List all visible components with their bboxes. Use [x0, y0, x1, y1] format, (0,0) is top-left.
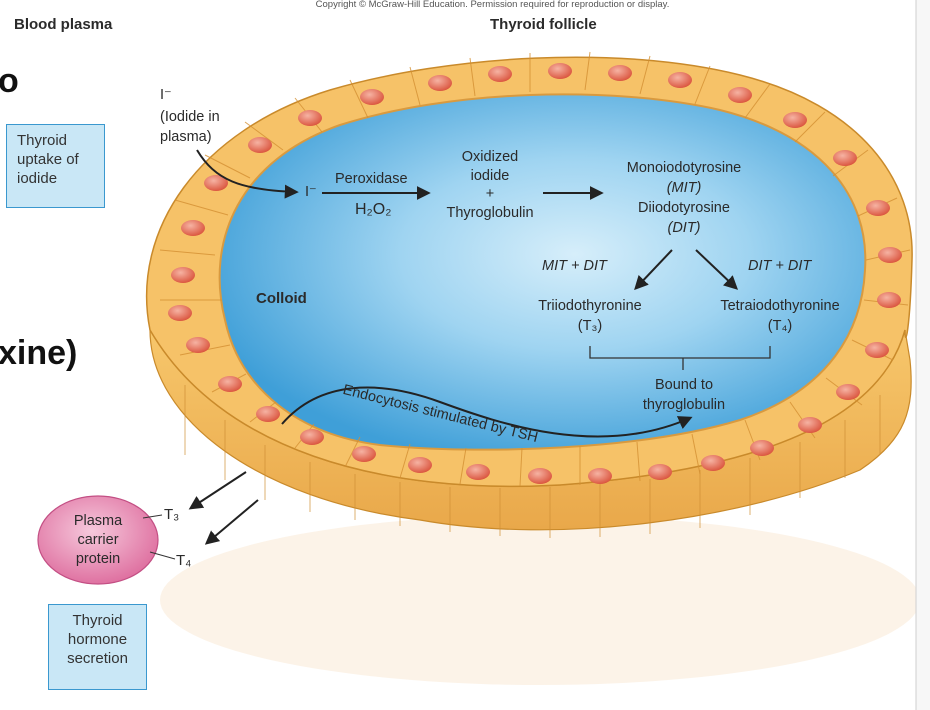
endocytosis-arrow — [281, 386, 693, 438]
peroxidase-label: Peroxidase — [335, 171, 408, 187]
plasma-label: plasma) — [160, 129, 212, 145]
colloid-lumen — [218, 93, 867, 451]
secretion-line-3: secretion — [67, 650, 128, 667]
cell-nuclei — [168, 63, 902, 484]
t4-label: (T₄) — [767, 318, 793, 334]
t3-label: (T₃) — [577, 318, 603, 334]
pathway-arrows — [196, 149, 739, 291]
oxidized-label: Oxidized — [461, 149, 519, 165]
mit-dit-combo-label: MIT + DIT — [542, 258, 607, 274]
secretion-line-1: Thyroid — [72, 612, 123, 629]
to-t4-arrow — [695, 249, 739, 290]
slide-text-fragment-top: o — [0, 62, 19, 100]
iodide-ion-label: I⁻ — [160, 87, 172, 103]
thyroid-follicle-heading: Thyroid follicle — [490, 16, 597, 33]
thyroglobulin-bound-label: thyroglobulin — [642, 397, 726, 413]
colloid-label: Colloid — [256, 290, 307, 307]
bound-to-label: Bound to — [654, 377, 714, 393]
thyroid-secretion-box: Thyroid hormone secretion — [48, 604, 147, 690]
iodide-label: iodide — [470, 168, 510, 184]
carrier-t4-label: T₄ — [176, 552, 192, 569]
secretion-line-2: hormone — [67, 631, 128, 648]
side-wall-cells — [184, 385, 881, 538]
copyright-notice: Copyright © McGraw-Hill Education. Permi… — [315, 0, 670, 10]
tetraiodothyronine-label: Tetraiodothyronine — [720, 298, 840, 314]
iodide-in-colloid-label: I⁻ — [305, 184, 317, 200]
carrier-line-3: protein — [75, 551, 121, 567]
iodide-entry-arrow — [196, 149, 299, 199]
scrollbar-track — [916, 0, 930, 710]
carrier-t3-label: T₃ — [164, 506, 180, 523]
thyroglobulin-label: Thyroglobulin — [446, 205, 534, 221]
secretion-arrows — [188, 471, 259, 545]
slide-text-fragment-middle: xine) — [0, 334, 78, 372]
uptake-line-1: Thyroid — [17, 132, 68, 149]
thyroid-uptake-box: Thyroid uptake of iodide — [6, 124, 105, 208]
carrier-leader-lines — [142, 514, 176, 560]
carrier-line-1: Plasma — [73, 513, 123, 529]
monoiodotyrosine-label: Monoiodotyrosine — [626, 160, 742, 176]
plus-label: + — [485, 186, 495, 202]
to-t3-arrow — [634, 249, 673, 291]
uptake-line-2: uptake of — [17, 151, 79, 168]
carrier-line-2: carrier — [77, 532, 119, 548]
uptake-line-3: iodide — [17, 170, 58, 187]
bound-bracket — [589, 346, 771, 370]
hydrogen-peroxide-label: H₂O₂ — [355, 201, 392, 218]
iodide-in-plasma-label: (Iodide in — [160, 109, 220, 125]
diiodotyrosine-label: Diiodotyrosine — [638, 200, 730, 216]
blood-plasma-heading: Blood plasma — [14, 16, 113, 33]
mit-label: (MIT) — [666, 180, 702, 196]
follicle-reflection — [160, 515, 920, 685]
dit-label: (DIT) — [667, 220, 701, 236]
triiodothyronine-label: Triiodothyronine — [538, 298, 642, 314]
plasma-carrier-protein — [37, 495, 159, 585]
dit-dit-combo-label: DIT + DIT — [748, 258, 812, 274]
